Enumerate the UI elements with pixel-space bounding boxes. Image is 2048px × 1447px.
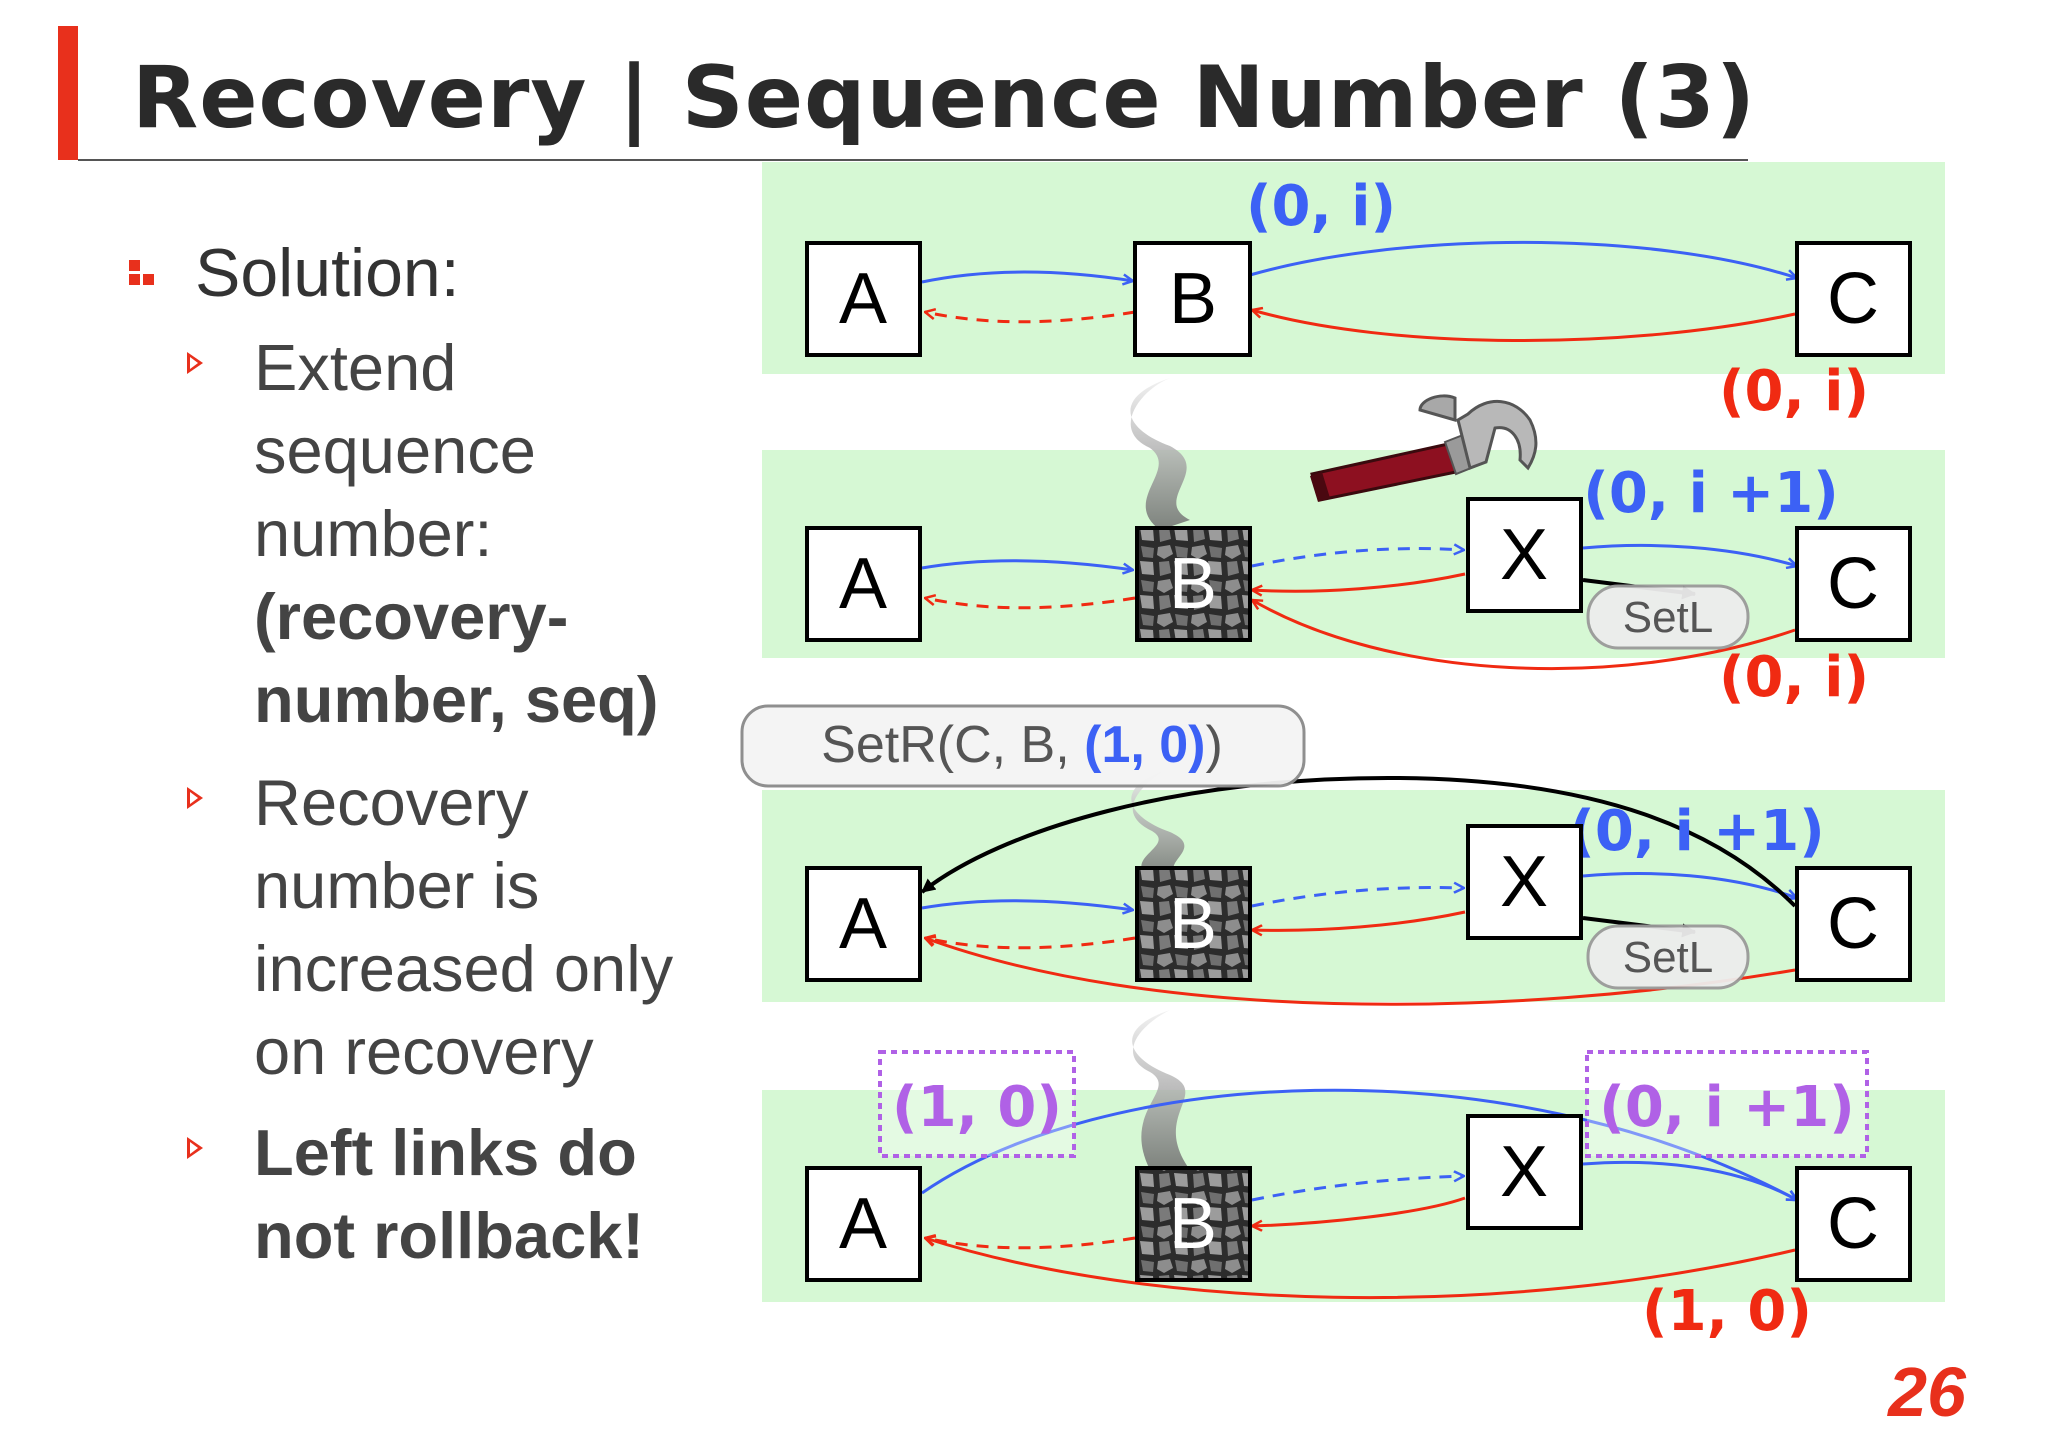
svg-text:X: X: [1500, 842, 1548, 922]
p3-node-a: A: [805, 866, 922, 982]
p4-ac-right-link: [921, 1088, 1797, 1200]
p4-ca-left-link: [925, 1238, 1796, 1300]
p3-setl-badge: [1586, 924, 1750, 990]
svg-text:C: C: [1827, 259, 1879, 339]
p1-node-c: C: [1795, 241, 1912, 357]
sub-bullet-1-bold: (recovery-number, seq): [254, 580, 659, 736]
p1-node-b: B: [1133, 241, 1252, 357]
p3-setr-arrow: [920, 775, 1797, 908]
p4-bx-right-link: [1251, 1176, 1464, 1202]
page-number: 26: [1888, 1353, 1966, 1431]
p3-xb-left-link: [1252, 910, 1466, 930]
p3-node-x: X: [1466, 824, 1583, 940]
p1-node-a: A: [805, 241, 922, 357]
p4-right-highlight-box: [1585, 1050, 1869, 1158]
p4-node-b-failed: B: [1135, 1166, 1252, 1282]
p2-xb-left-link: [1252, 572, 1466, 591]
p4-xb-left-link: [1252, 1196, 1466, 1226]
p1-red-seq-label: (0, i): [1719, 359, 1869, 424]
p3-node-c: C: [1795, 866, 1912, 982]
svg-text:B: B: [1169, 884, 1217, 964]
p3-setl-label: SetL: [1623, 933, 1714, 982]
p3-ba-left-link: [925, 938, 1136, 950]
p4-node-x: X: [1466, 1114, 1583, 1230]
svg-text:B: B: [1169, 544, 1217, 624]
p2-red-seq-label: (0, i): [1719, 645, 1869, 710]
p2-cb-left-link: [1252, 600, 1796, 671]
p3-blue-seq-label: (0, i +1): [1569, 799, 1825, 864]
p4-red-seq-label: (1, 0): [1642, 1279, 1812, 1344]
p3-node-b-failed: B: [1135, 866, 1252, 982]
p2-blue-seq-label: (0, i +1): [1583, 461, 1839, 526]
p3-setr-label: SetR(C, B, (1, 0)): [821, 716, 1223, 774]
p3-bx-right-link: [1251, 888, 1464, 908]
svg-text:C: C: [1827, 884, 1879, 964]
p1-ab-right-link: [921, 270, 1133, 282]
triangle-bullet-icon: [187, 1137, 203, 1159]
svg-text:X: X: [1500, 1132, 1548, 1212]
p4-node-a: A: [805, 1166, 922, 1282]
p2-ab-right-link: [921, 559, 1133, 570]
p2-setl-label: SetL: [1623, 593, 1714, 642]
title-accent-bar: [58, 26, 78, 160]
bullet-solution: Solution:: [125, 230, 745, 320]
svg-text:A: A: [839, 884, 887, 964]
p2-node-b-failed: B: [1135, 526, 1252, 642]
svg-text:X: X: [1500, 515, 1548, 595]
svg-text:B: B: [1169, 259, 1217, 339]
sub-bullet-3-bold: Left links do not rollback!: [254, 1116, 645, 1272]
svg-text:B: B: [1169, 1184, 1217, 1264]
square-bullet-icon: [129, 260, 157, 288]
panel-4: [762, 1090, 1945, 1302]
smoke-1: [1130, 378, 1190, 530]
sub-bullet-recovery: Recovery number is increased only on rec…: [125, 761, 745, 1093]
hammer-icon: [1310, 394, 1538, 502]
triangle-bullet-icon: [187, 352, 203, 374]
sub-bullet-left-links: Left links do not rollback!: [125, 1111, 745, 1277]
panel-1: [762, 162, 1945, 374]
smoke-2: [1131, 770, 1185, 878]
p1-cb-left-link: [1252, 310, 1796, 342]
sub-bullet-extend: Extend sequence number: (recovery-number…: [125, 326, 745, 741]
p4-node-c: C: [1795, 1166, 1912, 1282]
svg-text:A: A: [839, 1184, 887, 1264]
p4-xc-right-link: [1582, 1160, 1797, 1200]
p1-blue-seq-label: (0, i): [1246, 174, 1396, 239]
p2-xc-right-link: [1582, 543, 1797, 566]
solution-label: Solution:: [195, 235, 460, 311]
svg-text:C: C: [1827, 544, 1879, 624]
p3-ab-right-link: [921, 899, 1133, 910]
p1-ba-left-link: [925, 312, 1136, 324]
p1-bc-right-link: [1249, 240, 1797, 278]
p2-setl-badge: [1586, 584, 1750, 650]
sub-bullet-2-text: Recovery number is increased only on rec…: [254, 766, 674, 1088]
sub-bullet-1-text: Extend sequence number:: [254, 331, 536, 570]
p3-xc-right-link: [1582, 872, 1797, 898]
p2-node-a: A: [805, 526, 922, 642]
title-underline: [78, 159, 1748, 161]
p2-node-x: X: [1466, 497, 1583, 613]
p4-left-box-label: (1, 0): [892, 1075, 1062, 1140]
smoke-3: [1132, 1010, 1190, 1170]
p4-left-highlight-box: [878, 1050, 1076, 1158]
p4-right-box-label: (0, i +1): [1599, 1075, 1855, 1140]
svg-text:A: A: [839, 544, 887, 624]
slide-title: Recovery | Sequence Number (3): [132, 48, 1757, 148]
svg-text:A: A: [839, 259, 887, 339]
p2-ba-left-link: [925, 598, 1136, 610]
p2-node-c: C: [1795, 526, 1912, 642]
p4-ba-left-link: [925, 1238, 1136, 1250]
bullet-list: Solution: Extend sequence number: (recov…: [125, 230, 745, 1277]
p2-bx-right-link: [1251, 549, 1464, 568]
svg-text:C: C: [1827, 1184, 1879, 1264]
triangle-bullet-icon: [187, 787, 203, 809]
p3-setr-badge: [740, 704, 1306, 788]
